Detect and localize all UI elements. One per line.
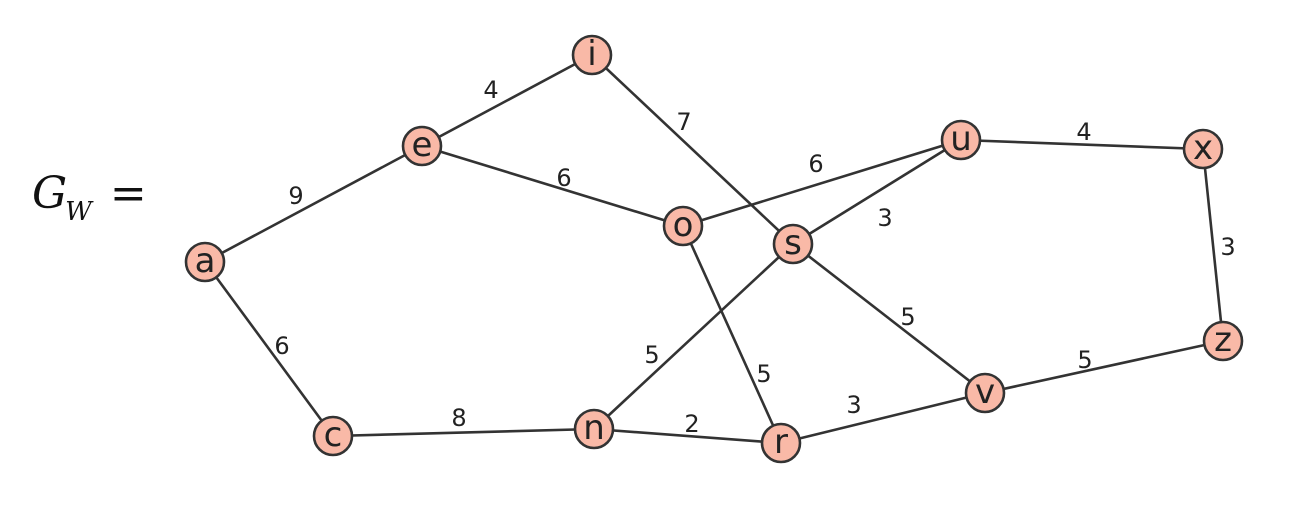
edge-weight-a-e: 9 [288, 182, 303, 210]
node-circle-o [662, 205, 704, 247]
edge-weight-n-r: 2 [684, 410, 699, 438]
edge-o-u [682, 138, 962, 228]
node-label-r: r [774, 422, 788, 462]
edge-weight-o-u: 6 [808, 150, 823, 178]
edge-v-r [780, 391, 986, 445]
node-e: e [401, 125, 443, 167]
edge-weight-s-u: 3 [877, 204, 892, 232]
node-circle-z [1202, 320, 1244, 362]
node-circle-n [573, 408, 615, 450]
node-circle-s [772, 223, 814, 265]
node-circle-r [760, 422, 802, 464]
node-circle-u [940, 119, 982, 161]
node-c: c [312, 415, 354, 457]
graph-name-base: G [32, 168, 68, 219]
edge-s-n [593, 243, 794, 430]
node-o: o [662, 205, 704, 247]
node-label-z: z [1214, 320, 1232, 360]
node-circle-a [184, 241, 226, 283]
edge-weight-v-r: 3 [846, 391, 861, 419]
edge-z-v [984, 339, 1224, 395]
node-x: x [1182, 128, 1224, 170]
edge-u-x [960, 138, 1204, 151]
node-a: a [184, 241, 226, 283]
node-label-x: x [1193, 128, 1213, 168]
edge-s-u [792, 138, 962, 246]
edge-weight-o-r: 5 [756, 360, 771, 388]
edge-weight-e-o: 6 [556, 164, 571, 192]
edge-weight-i-s: 7 [676, 108, 691, 136]
node-i: i [571, 34, 613, 76]
edge-weight-s-v: 5 [900, 303, 915, 331]
graph-name-subscript: W [65, 197, 92, 227]
edge-a-c [203, 261, 335, 437]
edge-e-o [421, 144, 684, 228]
edge-weight-c-n: 8 [451, 404, 466, 432]
node-label-a: a [195, 241, 216, 281]
node-circle-c [312, 415, 354, 457]
graph-name-operator: = [109, 168, 147, 219]
node-label-o: o [673, 205, 694, 245]
node-label-i: i [587, 34, 596, 74]
node-label-n: n [583, 408, 605, 448]
edges-layer [203, 53, 1225, 445]
node-u: u [940, 119, 982, 161]
node-label-u: u [950, 119, 972, 159]
edge-x-z [1201, 148, 1225, 342]
node-label-e: e [412, 125, 433, 165]
node-label-c: c [324, 415, 343, 455]
edge-o-r [681, 225, 783, 444]
node-s: s [772, 223, 814, 265]
edge-n-r [593, 427, 782, 445]
edge-weight-a-c: 6 [274, 332, 289, 360]
edge-s-v [792, 242, 986, 395]
edge-weights-layer: 9 4 6 7 6 3 4 3 5 5 3 5 5 2 8 6 [274, 76, 1235, 438]
edge-a-e [204, 144, 423, 264]
node-z: z [1202, 320, 1244, 362]
graph-name-label: GW = [32, 168, 147, 227]
node-label-v: v [975, 372, 995, 412]
edge-e-i [421, 53, 593, 148]
node-circle-v [964, 372, 1006, 414]
node-circle-i [571, 34, 613, 76]
node-v: v [964, 372, 1006, 414]
edge-c-n [332, 427, 595, 438]
edge-weight-x-z: 3 [1220, 233, 1235, 261]
nodes-layer: a e i o s u x z v r n c [184, 34, 1244, 464]
node-n: n [573, 408, 615, 450]
edge-weight-u-x: 4 [1076, 118, 1091, 146]
edge-weight-e-i: 4 [483, 76, 498, 104]
edge-weight-z-v: 5 [1077, 346, 1092, 374]
node-circle-x [1182, 128, 1224, 170]
node-label-s: s [784, 223, 802, 263]
edge-i-s [591, 54, 794, 245]
edge-weight-s-n: 5 [644, 341, 659, 369]
node-r: r [760, 422, 802, 464]
node-circle-e [401, 125, 443, 167]
